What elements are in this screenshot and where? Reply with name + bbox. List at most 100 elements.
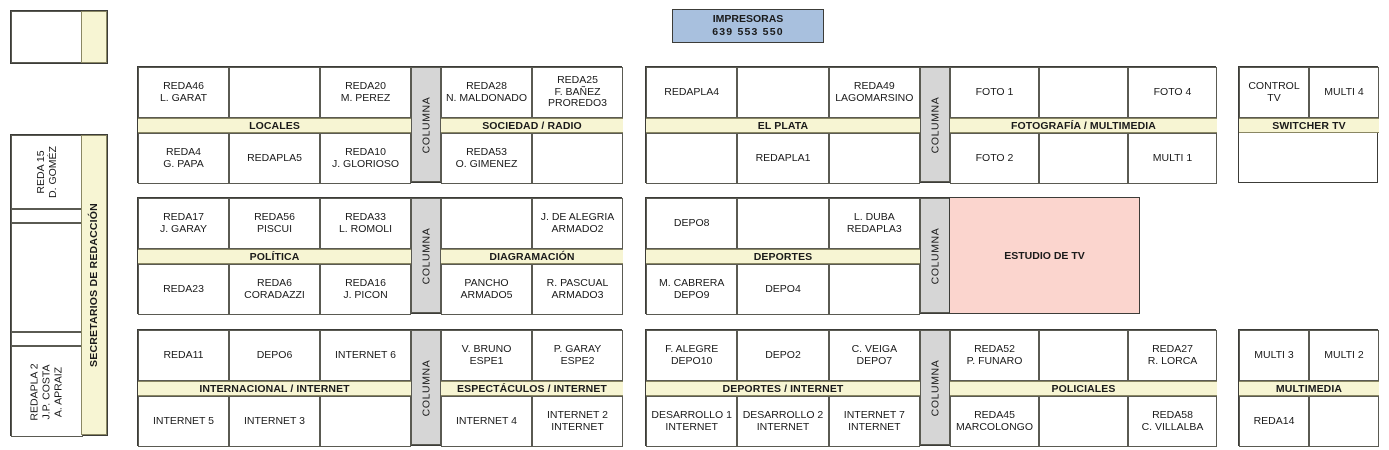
- desk-cell[interactable]: REDA6 CORADAZZI: [229, 264, 320, 315]
- section-label: DIAGRAMACIÓN: [441, 249, 623, 264]
- desk-cell[interactable]: DEPO8: [646, 198, 738, 249]
- desk-cell: [828, 133, 920, 184]
- columna-label: COLUMNA: [420, 227, 432, 284]
- desk-cell[interactable]: INTERNET 3: [229, 396, 320, 447]
- sidebar-cell-spacer-1: [11, 209, 83, 223]
- desk-cell[interactable]: REDA56 PISCUI: [229, 198, 320, 249]
- desk-cell[interactable]: P. GARAY ESPE2: [532, 330, 623, 381]
- desk-cell[interactable]: CONTROL TV: [1239, 67, 1309, 118]
- desk-cell[interactable]: REDA20 M. PEREZ: [320, 67, 411, 118]
- desk-cell[interactable]: DEPO2: [737, 330, 829, 381]
- desk-cell[interactable]: INTERNET 7 INTERNET: [828, 396, 920, 447]
- sidebar-cell-reda15[interactable]: REDA 15 D. GOMÉZ: [11, 135, 83, 209]
- sidebar-cell-label: REDAPLA 2 J.P. COSTA A. APRAIZ: [28, 362, 65, 421]
- desk-cell[interactable]: REDA23: [138, 264, 229, 315]
- columna-divider: COLUMNA: [920, 198, 950, 313]
- desk-cell[interactable]: L. DUBA REDAPLA3: [828, 198, 920, 249]
- desk-cell[interactable]: MULTI 3: [1239, 330, 1309, 381]
- sidebar-cell-redapla2[interactable]: REDAPLA 2 J.P. COSTA A. APRAIZ: [11, 346, 83, 437]
- desk-cell: [737, 198, 829, 249]
- tv-studio-area[interactable]: ESTUDIO DE TV: [949, 197, 1140, 314]
- desk-cell[interactable]: C. VEIGA DEPO7: [828, 330, 920, 381]
- printers-numbers: 639 553 550: [712, 26, 784, 38]
- desk-cell: [1039, 396, 1128, 447]
- sidebar-top-empty-cell: [11, 11, 83, 63]
- desk-cell[interactable]: FOTO 2: [950, 133, 1039, 184]
- desk-cell[interactable]: REDA17 J. GARAY: [138, 198, 229, 249]
- columna-label: COLUMNA: [420, 359, 432, 416]
- section-label: SWITCHER TV: [1239, 118, 1379, 133]
- desk-cell[interactable]: M. CABRERA DEPO9: [646, 264, 738, 315]
- desk-cell[interactable]: REDA25 F. BAÑEZ PROREDO3: [532, 67, 623, 118]
- section-label: DEPORTES / INTERNET: [646, 381, 920, 396]
- desk-cell[interactable]: REDA28 N. MALDONADO: [441, 67, 532, 118]
- desk-cell: [229, 67, 320, 118]
- desk-cell[interactable]: REDA4 G. PAPA: [138, 133, 229, 184]
- desk-cell[interactable]: INTERNET 6: [320, 330, 411, 381]
- sidebar-top-band: [81, 11, 107, 63]
- section-label: MULTIMEDIA: [1239, 381, 1379, 396]
- section-label: POLÍTICA: [138, 249, 411, 264]
- desk-cell[interactable]: REDA33 L. ROMOLI: [320, 198, 411, 249]
- sidebar-cell-label: REDA 15 D. GOMÉZ: [34, 146, 59, 198]
- desk-cell: [828, 264, 920, 315]
- desk-cell[interactable]: REDA53 O. GIMENEZ: [441, 133, 532, 184]
- desk-cell[interactable]: REDAPLA4: [646, 67, 738, 118]
- desk-cell[interactable]: DESARROLLO 2 INTERNET: [737, 396, 829, 447]
- desk-cell[interactable]: REDA58 C. VILLALBA: [1128, 396, 1217, 447]
- desk-cell[interactable]: REDA45 MARCOLONGO: [950, 396, 1039, 447]
- desk-cell[interactable]: FOTO 4: [1128, 67, 1217, 118]
- desk-cell[interactable]: REDA52 P. FUNARO: [950, 330, 1039, 381]
- desk-cell[interactable]: REDA10 J. GLORIOSO: [320, 133, 411, 184]
- desk-cell[interactable]: INTERNET 4: [441, 396, 532, 447]
- desk-cell: [1039, 67, 1128, 118]
- section-label: DEPORTES: [646, 249, 920, 264]
- desk-cell[interactable]: REDA49 LAGOMARSINO: [828, 67, 920, 118]
- desk-cell[interactable]: MULTI 4: [1309, 67, 1379, 118]
- desk-cell[interactable]: FOTO 1: [950, 67, 1039, 118]
- desk-cell[interactable]: MULTI 2: [1309, 330, 1379, 381]
- section-label: SOCIEDAD / RADIO: [441, 118, 623, 133]
- columna-label: COLUMNA: [929, 227, 941, 284]
- desk-cell[interactable]: INTERNET 5: [138, 396, 229, 447]
- sidebar-cell-spacer-2: [11, 332, 83, 346]
- sidebar-cell-empty-large[interactable]: [11, 223, 83, 332]
- columna-divider: COLUMNA: [411, 330, 441, 445]
- desk-cell[interactable]: REDA27 R. LORCA: [1128, 330, 1217, 381]
- desk-cell[interactable]: REDAPLA1: [737, 133, 829, 184]
- desk-cell[interactable]: REDAPLA5: [229, 133, 320, 184]
- columna-divider: COLUMNA: [411, 67, 441, 182]
- sidebar-top-block: [10, 10, 108, 64]
- desk-cell[interactable]: DESARROLLO 1 INTERNET: [646, 396, 738, 447]
- desk-cell[interactable]: R. PASCUAL ARMADO3: [532, 264, 623, 315]
- desk-cell[interactable]: F. ALEGRE DEPO10: [646, 330, 738, 381]
- section-label: FOTOGRAFÍA / MULTIMEDIA: [950, 118, 1217, 133]
- columna-label: COLUMNA: [929, 359, 941, 416]
- desk-cell[interactable]: DEPO6: [229, 330, 320, 381]
- desk-cell[interactable]: V. BRUNO ESPE1: [441, 330, 532, 381]
- desk-cell[interactable]: PANCHO ARMADO5: [441, 264, 532, 315]
- columna-divider: COLUMNA: [920, 330, 950, 445]
- sidebar-main-block: REDA 15 D. GOMÉZ REDAPLA 2 J.P. COSTA A.…: [10, 134, 108, 437]
- desk-cell[interactable]: REDA14: [1239, 396, 1309, 447]
- desk-cell: [646, 133, 738, 184]
- columna-divider: COLUMNA: [920, 67, 950, 182]
- desk-cell: [441, 198, 532, 249]
- desk-cell[interactable]: REDA11: [138, 330, 229, 381]
- printers-header: IMPRESORAS 639 553 550: [672, 9, 824, 43]
- desk-cell[interactable]: REDA46 L. GARAT: [138, 67, 229, 118]
- desk-cell[interactable]: DEPO4: [737, 264, 829, 315]
- desk-cell: [532, 133, 623, 184]
- desk-cell[interactable]: J. DE ALEGRIA ARMADO2: [532, 198, 623, 249]
- desk-cell: [1039, 330, 1128, 381]
- desk-cell[interactable]: INTERNET 2 INTERNET: [532, 396, 623, 447]
- desk-cell[interactable]: REDA16 J. PICON: [320, 264, 411, 315]
- section-label: POLICIALES: [950, 381, 1217, 396]
- desk-cell[interactable]: MULTI 1: [1128, 133, 1217, 184]
